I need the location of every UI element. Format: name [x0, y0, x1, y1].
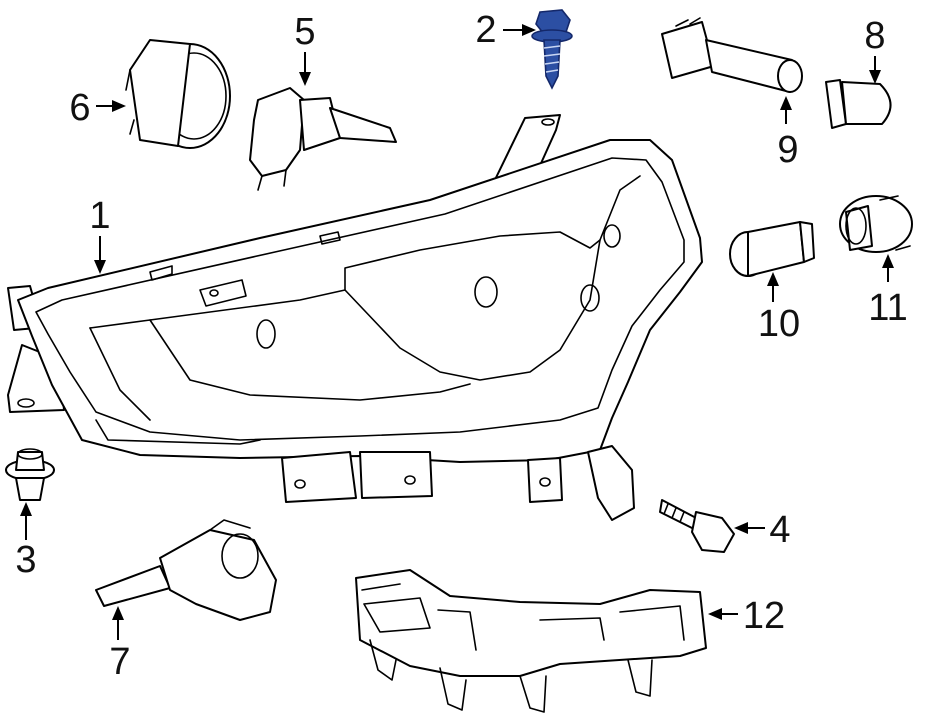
bulb-part-10[interactable]	[729, 221, 815, 277]
screw-part-4[interactable]	[659, 499, 735, 553]
callout-7: 7	[109, 641, 130, 683]
callout-3: 3	[15, 539, 36, 581]
callout-9: 9	[777, 129, 798, 171]
callout-11: 11	[868, 287, 907, 329]
bolt-part-2[interactable]	[531, 9, 573, 90]
bulb-part-5[interactable]	[249, 87, 397, 191]
callout-4: 4	[769, 509, 790, 551]
socket-ring-part-6[interactable]	[125, 39, 231, 149]
headlamp-assembly[interactable]	[7, 114, 703, 521]
clip-part-3[interactable]	[5, 448, 55, 501]
callout-6: 6	[69, 87, 90, 129]
callout-8: 8	[864, 15, 885, 57]
wedge-bulb-part-8[interactable]	[825, 79, 892, 129]
callout-10: 10	[758, 303, 800, 345]
callout-12: 12	[743, 595, 785, 637]
socket-bulb-part-9[interactable]	[661, 17, 803, 93]
callout-labels: 1 2 3 4 5 6 7 8 9 10 11 12	[15, 9, 907, 683]
bulb-part-7[interactable]	[95, 519, 277, 621]
callout-5: 5	[294, 11, 315, 53]
callout-2: 2	[475, 9, 496, 51]
bracket-part-12[interactable]	[355, 569, 707, 713]
socket-bulb-part-11[interactable]	[839, 195, 913, 253]
leader-lines	[20, 24, 894, 640]
callout-1: 1	[89, 195, 110, 237]
